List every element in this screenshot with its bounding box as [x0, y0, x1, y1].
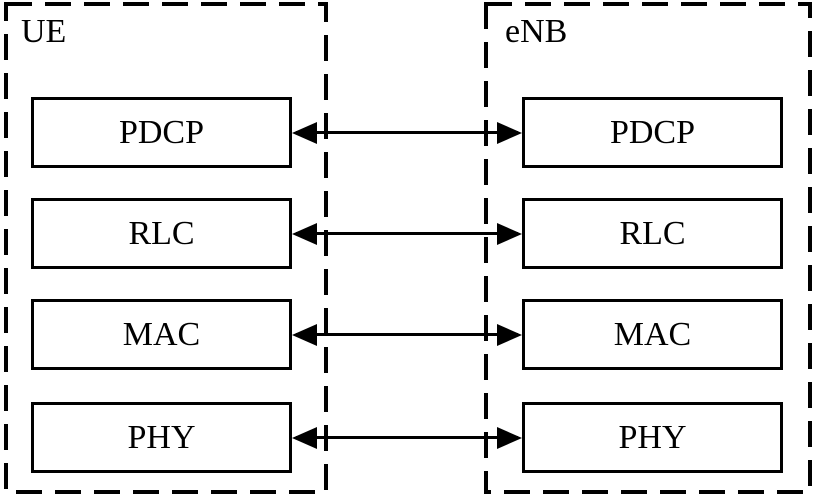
enb-layer-box-pdcp: PDCP [522, 97, 783, 168]
ue-layer-box-phy: PHY [31, 402, 292, 473]
enb-layer-box-rlc: RLC [522, 198, 783, 269]
enb-layer-box-mac: MAC [522, 299, 783, 370]
arrow-right-head-icon [497, 222, 522, 245]
bidirectional-arrow-pdcp [292, 121, 522, 144]
ue-container-border [4, 2, 328, 494]
ue-layer-label-mac: MAC [122, 315, 201, 353]
arrow-shaft [296, 436, 518, 439]
ue-layer-box-pdcp: PDCP [31, 97, 292, 168]
arrow-shaft [296, 232, 518, 235]
ue-layer-label-phy: PHY [127, 418, 196, 456]
arrow-right-head-icon [497, 426, 522, 449]
arrow-right-head-icon [497, 121, 522, 144]
ue-layer-box-mac: MAC [31, 299, 292, 370]
bidirectional-arrow-mac [292, 323, 522, 346]
arrow-shaft [296, 333, 518, 336]
ue-label: UE [21, 13, 67, 50]
enb-layer-box-phy: PHY [522, 402, 783, 473]
ue-layer-box-rlc: RLC [31, 198, 292, 269]
arrow-shaft [296, 131, 518, 134]
enb-layer-label-rlc: RLC [619, 214, 686, 252]
ue-layer-label-pdcp: PDCP [118, 113, 205, 151]
bidirectional-arrow-rlc [292, 222, 522, 245]
enb-label: eNB [505, 13, 568, 50]
enb-layer-label-mac: MAC [613, 315, 692, 353]
enb-layer-label-phy: PHY [618, 418, 687, 456]
enb-container-border [484, 2, 812, 494]
arrow-right-head-icon [497, 323, 522, 346]
enb-layer-label-pdcp: PDCP [609, 113, 696, 151]
ue-layer-label-rlc: RLC [128, 214, 195, 252]
bidirectional-arrow-phy [292, 426, 522, 449]
